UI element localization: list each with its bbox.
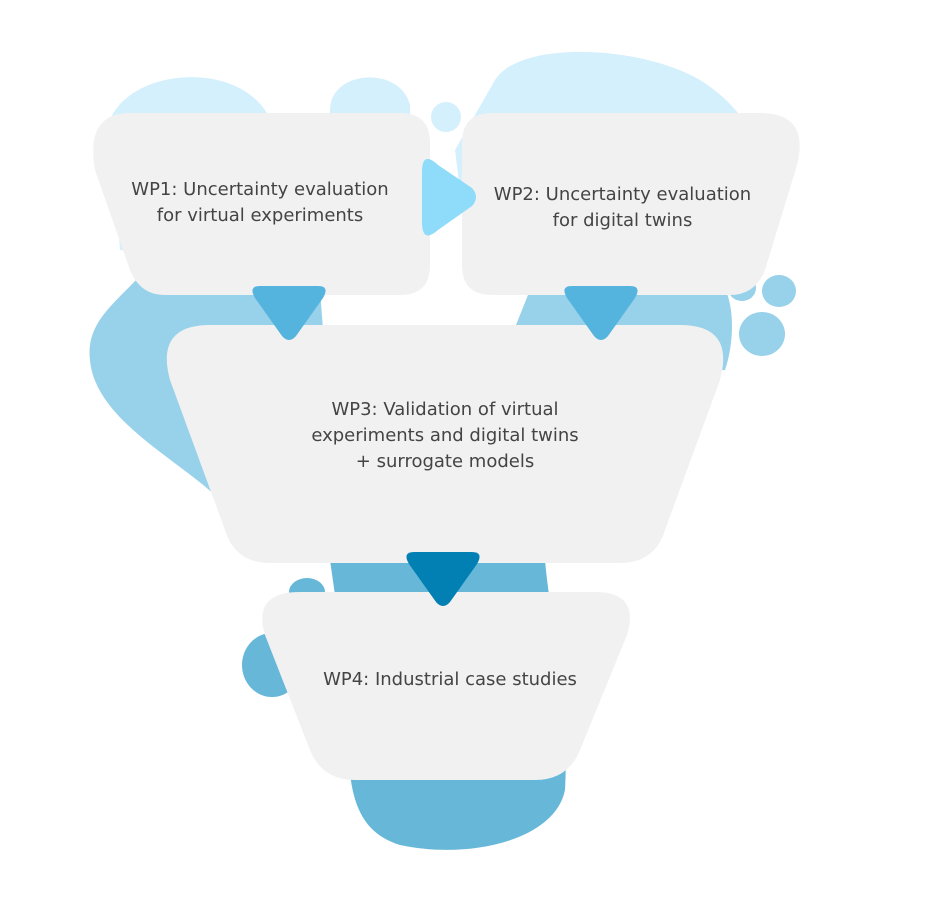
- blob-mid-dot-3: [739, 312, 785, 356]
- wp4-box-shape: [262, 592, 630, 780]
- wp2-box-shape: [462, 113, 800, 295]
- wp3-box-shape: [166, 325, 724, 563]
- wp4-box: WP4: Industrial case studies: [323, 669, 577, 690]
- wp1-box: WP1: Uncertainty evaluation for virtual …: [131, 179, 389, 226]
- blob-light-dot: [431, 102, 461, 132]
- arrow-down-icon-wp3: [406, 552, 480, 606]
- arrow-right-icon: [422, 158, 476, 236]
- arrow-down-icon-wp1: [252, 286, 326, 340]
- wp2-box: WP2: Uncertainty evaluation for digital …: [493, 184, 752, 231]
- blob-mid-dot-2: [762, 275, 796, 307]
- wp1-box-shape: [93, 113, 430, 295]
- wp3-box: WP3: Validation of virtual experiments a…: [311, 399, 579, 472]
- arrow-down-icon-wp2: [564, 286, 638, 340]
